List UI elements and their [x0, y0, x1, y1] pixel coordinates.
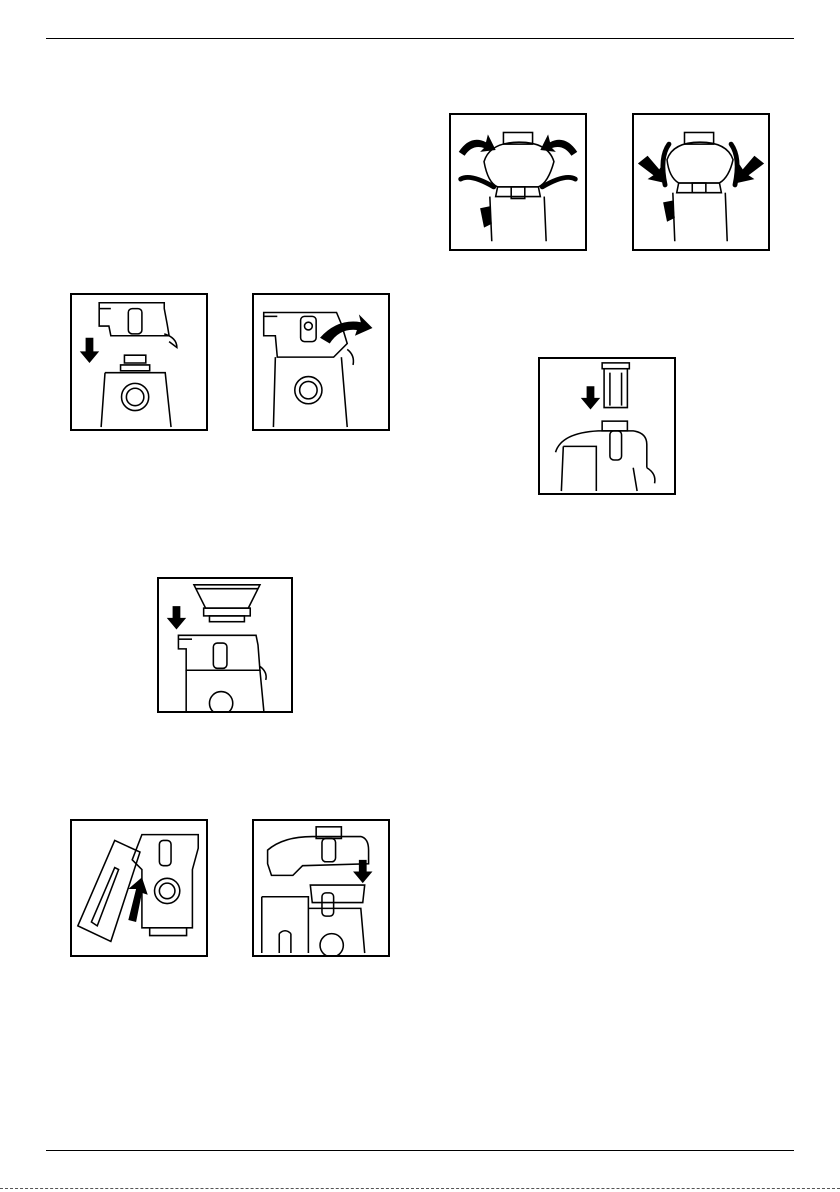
- rotate-housing-illustration: [254, 295, 388, 429]
- figure-lower-locking-arms: [632, 113, 770, 251]
- attach-pulp-container-illustration: [72, 821, 206, 955]
- footer-rule: [46, 1150, 794, 1151]
- raise-locking-arms-illustration: [451, 115, 585, 249]
- figure-attach-pulp-container: [70, 819, 208, 957]
- insert-filter-illustration: [159, 579, 291, 711]
- figure-place-housing: [70, 293, 208, 431]
- lower-locking-arms-illustration: [634, 115, 768, 249]
- figure-raise-locking-arms: [449, 113, 587, 251]
- insert-food-pusher-illustration: [540, 359, 674, 493]
- housing-onto-base-illustration: [72, 295, 206, 429]
- header-rule: [46, 38, 794, 39]
- figure-fit-lid: [252, 819, 390, 957]
- fit-lid-illustration: [254, 821, 388, 955]
- figure-rotate-housing: [252, 293, 390, 431]
- figure-insert-filter: [157, 577, 293, 713]
- page-edge-dashes: [0, 1188, 840, 1189]
- figure-insert-food-pusher: [538, 357, 676, 495]
